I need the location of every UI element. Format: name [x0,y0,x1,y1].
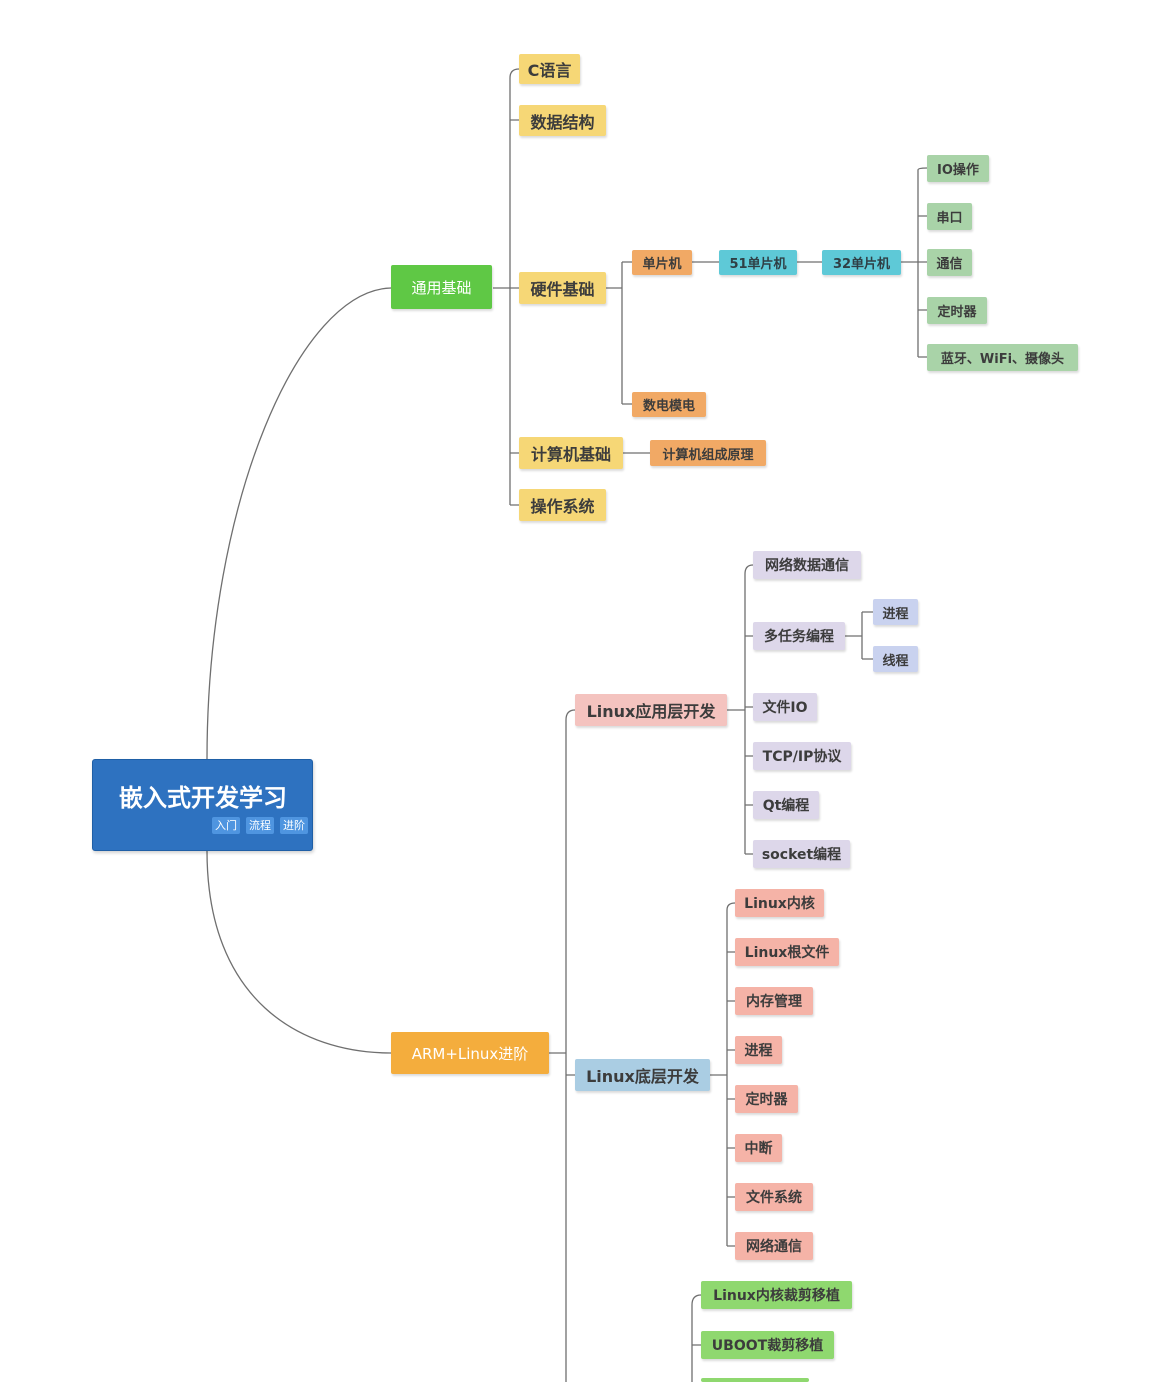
link-root-general [206,287,392,760]
link-mcu32-topics [901,167,928,358]
link-arm-bracket [549,709,576,1382]
branch-general[interactable]: 通用基础 [391,265,492,309]
node-multitask[interactable]: 多任务编程 [753,622,845,650]
node-process[interactable]: 进程 [873,599,918,625]
node-computer-basics[interactable]: 计算机基础 [519,437,623,469]
node-kernel-timer[interactable]: 定时器 [735,1085,798,1113]
node-file-system[interactable]: 文件系统 [735,1183,813,1211]
node-computer-organization[interactable]: 计算机组成原理 [650,440,766,466]
node-file-io[interactable]: 文件IO [753,693,817,721]
node-analog-digital[interactable]: 数电模电 [632,392,706,417]
node-mcu51[interactable]: 51单片机 [719,250,797,275]
node-operating-system[interactable]: 操作系统 [519,489,606,521]
node-kernel-porting[interactable]: Linux内核裁剪移植 [701,1281,852,1309]
link-porting-topics [691,1294,702,1382]
node-c-language[interactable]: C语言 [519,54,580,84]
node-linux-kernel-dev[interactable]: Linux底层开发 [575,1059,710,1091]
node-thread[interactable]: 线程 [873,646,918,672]
node-hardware-basics[interactable]: 硬件基础 [519,272,606,304]
link-hardware [606,261,632,405]
node-timer[interactable]: 定时器 [927,297,987,324]
node-linux-rootfs[interactable]: Linux根文件 [735,938,839,966]
link-general-bracket [493,68,520,506]
node-network-comm[interactable]: 网络通信 [735,1232,813,1260]
node-linux-app-dev[interactable]: Linux应用层开发 [575,694,727,726]
node-mcu32[interactable]: 32单片机 [822,250,901,275]
link-root-arm [206,850,392,1054]
link-multitask [845,611,873,660]
node-communication[interactable]: 通信 [927,249,972,276]
node-mcu[interactable]: 单片机 [632,250,692,275]
root-node[interactable]: 嵌入式开发学习 入门 流程 进阶 [92,759,313,851]
node-tcp-ip[interactable]: TCP/IP协议 [753,742,851,770]
tag-intro: 入门 [212,817,240,834]
node-kernel-process[interactable]: 进程 [735,1036,782,1064]
node-io-operation[interactable]: IO操作 [927,155,989,182]
node-socket[interactable]: socket编程 [753,840,850,868]
node-partial-cut-off [701,1378,809,1382]
node-linux-kernel[interactable]: Linux内核 [735,889,824,917]
node-serial-port[interactable]: 串口 [927,203,972,230]
root-title: 嵌入式开发学习 [119,784,287,812]
node-network-data[interactable]: 网络数据通信 [753,551,861,579]
node-memory-management[interactable]: 内存管理 [735,987,813,1015]
tag-process: 流程 [246,817,274,834]
node-data-structures[interactable]: 数据结构 [519,105,606,136]
link-app-topics [727,564,754,855]
node-uboot-porting[interactable]: UBOOT裁剪移植 [701,1331,834,1359]
branch-arm-linux[interactable]: ARM+Linux进阶 [391,1032,549,1074]
tag-advanced: 进阶 [280,817,308,834]
node-interrupt[interactable]: 中断 [735,1134,782,1162]
node-bluetooth-wifi-camera[interactable]: 蓝牙、WiFi、摄像头 [927,344,1078,371]
link-kernel-topics [710,902,736,1247]
node-qt[interactable]: Qt编程 [753,791,819,819]
